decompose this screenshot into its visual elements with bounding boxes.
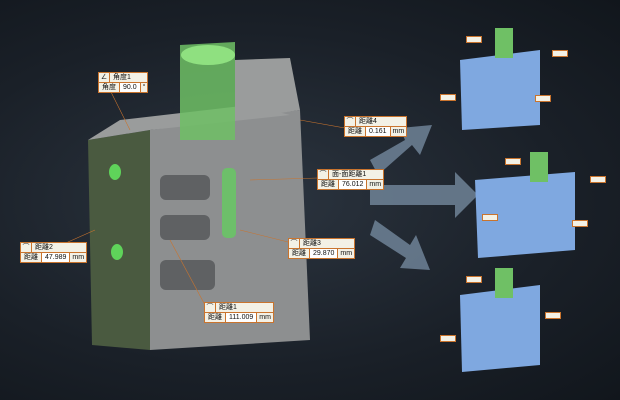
mini-tag [440,94,456,101]
mini-tag [572,220,588,227]
mini-tag [466,36,482,43]
distance-icon: ⌒ [318,170,329,179]
mini-tag [545,312,561,319]
mini-tag [482,214,498,221]
thumbnail-2 [475,152,575,258]
distance-icon: ⌒ [205,303,216,312]
mini-tag [590,176,606,183]
angle-icon: ∠ [99,73,110,82]
thumbnail-3 [460,268,540,372]
mini-tag [505,158,521,165]
distance-icon: ⌒ [345,117,356,126]
main-part [49,42,346,350]
distance-icon: ⌒ [289,239,300,248]
mini-tag [440,335,456,342]
arrows [370,125,478,270]
mini-tag [466,276,482,283]
mini-tag [535,95,551,102]
mini-tag [552,50,568,57]
distance-icon: ⌒ [21,243,32,252]
thumbnails [460,28,575,372]
thumbnail-1 [460,28,540,130]
